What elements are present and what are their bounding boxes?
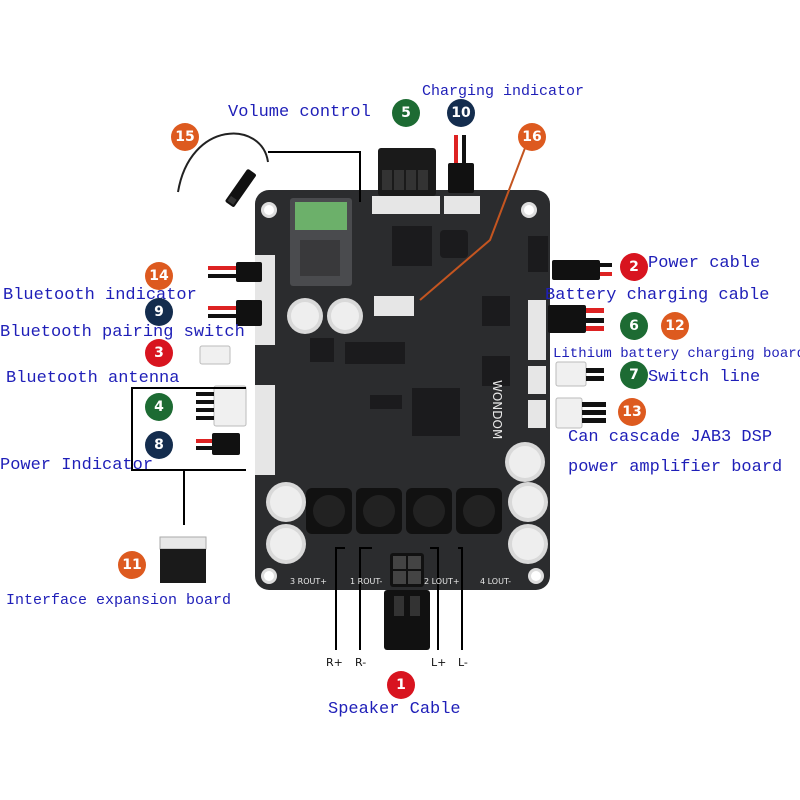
badge-9: 9 bbox=[145, 298, 173, 326]
label-charging-indicator: Charging indicator bbox=[422, 83, 585, 100]
capacitor-2 bbox=[327, 298, 363, 334]
capacitor-1 bbox=[287, 298, 323, 334]
leader-lminus bbox=[458, 547, 463, 650]
inductor-1 bbox=[306, 488, 352, 534]
badge-10: 10 bbox=[447, 99, 475, 127]
label-cascade-line1: Can cascade JAB3 DSP bbox=[568, 428, 773, 447]
capacitor-5 bbox=[505, 442, 545, 482]
badge-5: 5 bbox=[392, 99, 420, 127]
leader-rminus bbox=[359, 547, 372, 650]
label-cascade-line2: power amplifier board bbox=[568, 458, 783, 477]
leader-bracket-left bbox=[131, 387, 246, 471]
label-power-cable: Power cable bbox=[648, 254, 761, 273]
leader-rplus bbox=[335, 547, 345, 650]
label-lithium-board: Lithium battery charging board bbox=[553, 346, 800, 362]
leader-lplus bbox=[430, 547, 439, 650]
inductor-4 bbox=[456, 488, 502, 534]
pin-l-minus: L- bbox=[458, 656, 468, 669]
inductor-3 bbox=[406, 488, 452, 534]
pin-r-minus: R- bbox=[355, 656, 367, 669]
label-bluetooth-indicator: Bluetooth indicator bbox=[3, 286, 197, 305]
capacitor-3 bbox=[266, 482, 306, 522]
badge-3: 3 bbox=[145, 339, 173, 367]
label-speaker-cable: Speaker Cable bbox=[328, 700, 461, 719]
badge-7: 7 bbox=[620, 361, 648, 389]
badge-14: 14 bbox=[145, 262, 173, 290]
label-interface-expansion: Interface expansion board bbox=[6, 592, 232, 609]
pin-r-plus: R+ bbox=[326, 656, 343, 669]
silk-out3: 3 ROUT+ bbox=[290, 577, 327, 586]
badge-8: 8 bbox=[145, 431, 173, 459]
badge-13: 13 bbox=[618, 398, 646, 426]
badge-15: 15 bbox=[171, 123, 199, 151]
capacitor-4 bbox=[266, 524, 306, 564]
label-power-indicator: Power Indicator bbox=[0, 456, 154, 475]
badge-12: 12 bbox=[661, 312, 689, 340]
label-battery-charging-cable: Battery charging cable bbox=[545, 286, 770, 305]
badge-11: 11 bbox=[118, 551, 146, 579]
capacitor-7 bbox=[508, 524, 548, 564]
silk-out2: 2 LOUT+ bbox=[424, 577, 460, 586]
antenna-wire bbox=[177, 132, 269, 193]
capacitor-6 bbox=[508, 482, 548, 522]
label-bluetooth-pairing: Bluetooth pairing switch bbox=[0, 323, 245, 342]
pin-l-plus: L+ bbox=[431, 656, 447, 669]
badge-4: 4 bbox=[145, 393, 173, 421]
badge-2: 2 bbox=[620, 253, 648, 281]
antenna-connector bbox=[225, 169, 256, 207]
silk-out1: 1 ROUT- bbox=[350, 577, 383, 586]
brand-silkscreen: WONDOM bbox=[490, 380, 504, 440]
label-switch-line: Switch line bbox=[648, 368, 761, 387]
inductor-2 bbox=[356, 488, 402, 534]
leader-antenna bbox=[268, 151, 361, 202]
label-volume-control: Volume control bbox=[228, 103, 371, 122]
leader-16 bbox=[419, 147, 526, 301]
silk-out4: 4 LOUT- bbox=[480, 577, 511, 586]
badge-16: 16 bbox=[518, 123, 546, 151]
label-bluetooth-antenna: Bluetooth antenna bbox=[6, 369, 180, 388]
badge-1: 1 bbox=[387, 671, 415, 699]
badge-6: 6 bbox=[620, 312, 648, 340]
